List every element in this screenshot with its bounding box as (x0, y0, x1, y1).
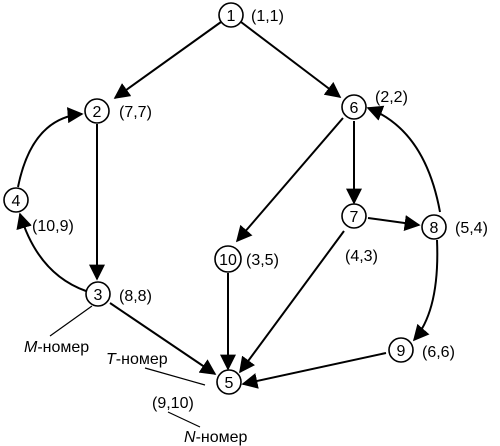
node-10-label: 10 (219, 252, 237, 269)
node-10-pair: (3,5) (246, 252, 279, 269)
edge-1-2 (113, 21, 222, 99)
m-suffix: -номер (37, 339, 89, 356)
node-9-label: 9 (397, 343, 406, 360)
node-4-label: 4 (12, 193, 21, 210)
node-2-label: 2 (93, 104, 102, 121)
node-9-pair: (6,6) (422, 344, 455, 361)
edge-8-9 (412, 239, 439, 342)
node-6-pair: (2,2) (375, 89, 408, 106)
n-suffix: -номер (196, 429, 248, 446)
edge-4-2 (17, 107, 84, 188)
n-leader-line (167, 411, 201, 428)
node-5: 5 (216, 369, 242, 395)
n-prefix: N (184, 429, 196, 446)
node-6-label: 6 (350, 100, 359, 117)
edge-3-5 (109, 302, 217, 375)
node-2: 2 (84, 98, 110, 124)
edges-layer (16, 21, 441, 389)
edge-3-4 (16, 212, 87, 292)
node-8-label: 8 (430, 220, 439, 237)
m-prefix: M (24, 339, 38, 356)
t-prefix: T (106, 351, 117, 368)
node-2-pair: (7,7) (119, 104, 152, 121)
t-number-label: T-номер (106, 351, 168, 368)
node-5-label: 5 (225, 375, 234, 392)
node-10: 10 (214, 245, 242, 273)
node-3-label: 3 (94, 287, 103, 304)
node-3-pair: (8,8) (119, 288, 152, 305)
t-suffix: -номер (116, 351, 168, 368)
t-leader-line (144, 367, 206, 386)
node-5-pair: (9,10) (152, 395, 194, 412)
edge-7-8 (367, 215, 421, 231)
node-1-pair: (1,1) (251, 8, 284, 25)
edge-9-5 (241, 352, 387, 389)
node-3: 3 (85, 281, 111, 307)
node-8: 8 (421, 214, 447, 240)
node-1: 1 (218, 2, 244, 28)
edge-8-6 (366, 105, 441, 213)
edge-7-5 (239, 230, 345, 374)
node-1-label: 1 (227, 8, 236, 25)
node-7-label: 7 (350, 209, 359, 226)
node-9: 9 (388, 337, 414, 363)
edge-6-10 (235, 117, 344, 243)
n-number-label: N-номер (184, 429, 248, 446)
node-4-pair: (10,9) (32, 218, 74, 235)
m-leader-line (49, 305, 93, 337)
edge-1-6 (240, 21, 342, 98)
node-7-pair: (4,3) (345, 248, 378, 265)
node-6: 6 (341, 94, 367, 120)
node-8-pair: (5,4) (455, 220, 488, 237)
node-4: 4 (3, 187, 29, 213)
node-7: 7 (341, 203, 367, 229)
m-number-label: M-номер (24, 339, 89, 356)
